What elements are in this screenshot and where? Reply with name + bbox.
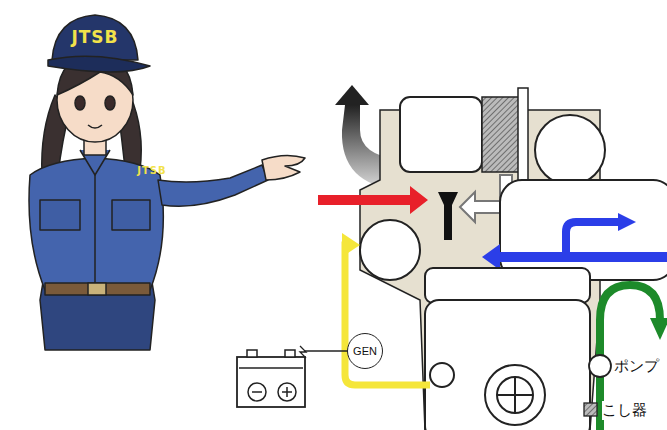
gear [430, 363, 454, 387]
pump-symbol [589, 355, 611, 377]
crankcase-top [425, 268, 590, 303]
plus-bar [282, 387, 292, 397]
turbo-shaft [482, 97, 520, 172]
plus-symbol [278, 383, 296, 401]
fuel-line-head [342, 233, 360, 257]
battery-line [239, 367, 303, 368]
water-arrowhead [618, 213, 636, 231]
flywheel-hub [497, 377, 533, 413]
compressor [535, 115, 605, 185]
fuel-line [345, 245, 430, 385]
turbine [400, 97, 482, 172]
exhaust-arrow [335, 85, 369, 105]
character [29, 15, 305, 350]
injector [438, 192, 458, 240]
flywheel [485, 365, 545, 425]
legend-text: ポンプ [614, 357, 659, 376]
node-text: GEN [353, 345, 377, 357]
battery-terminal [247, 350, 257, 357]
minus-bar [252, 391, 262, 393]
intercooler [500, 180, 667, 280]
minus-symbol [248, 383, 266, 401]
crankcase [425, 300, 590, 430]
generator-circle: GEN [347, 333, 383, 369]
oil-line [600, 285, 660, 430]
battery [237, 357, 305, 407]
legend-text: こし器 [602, 401, 647, 420]
logo-text: JTSB [71, 27, 118, 47]
fuel-arrow [318, 186, 428, 214]
starter [360, 220, 420, 280]
logo-text: JTSB [137, 165, 166, 176]
oil-head [650, 318, 667, 340]
flywheel-cross [497, 377, 533, 413]
strainer-symbol [584, 403, 597, 416]
wire [305, 350, 348, 352]
battery-terminal [285, 350, 295, 357]
water-arrow [482, 244, 667, 270]
water-branch [566, 222, 620, 252]
